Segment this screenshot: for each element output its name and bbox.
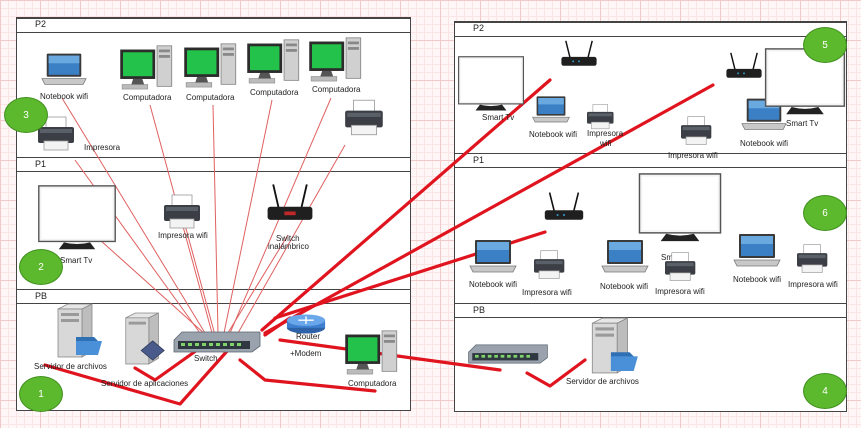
- printer-icon: [342, 98, 388, 138]
- left-pb-router-label-1: Router: [296, 332, 321, 341]
- computer-icon: [343, 329, 399, 375]
- smart-tv-icon: [457, 56, 525, 112]
- left-p2-pc3-label: Computadora: [250, 88, 299, 97]
- computer-icon: [307, 36, 363, 82]
- right-p1-printer2-label: Impresora wifi: [655, 287, 705, 296]
- printer-wifi-icon: [678, 115, 716, 147]
- right-p1-notebook2-label: Notebook wifi: [600, 282, 649, 291]
- printer-wifi-icon: [531, 249, 569, 281]
- left-p2-pc2-label: Computadora: [186, 93, 235, 102]
- left-pb-floor-label: PB: [35, 291, 48, 301]
- computer-icon: [245, 38, 301, 84]
- left-p1-floor-label: P1: [35, 159, 47, 169]
- file-server-icon: [586, 317, 640, 375]
- wireless-router-icon: [722, 43, 766, 89]
- badge-5: 5: [803, 27, 847, 63]
- left-p1-floor-bar: [17, 157, 410, 172]
- left-p2-floor-bar: [17, 18, 410, 33]
- left-pb-floor-bar: [17, 289, 410, 304]
- right-p2-printer1-label-2: wifi: [600, 139, 612, 148]
- left-p1-tv-label: Smart Tv: [60, 256, 93, 265]
- right-p1-notebook3-label: Notebook wifi: [733, 275, 782, 284]
- left-pb-pc-label: Computadora: [348, 379, 397, 388]
- left-p2-pc1-label: Computadora: [123, 93, 172, 102]
- right-p1-floor-bar: [455, 153, 846, 168]
- left-p1-switch-label-2: inalámbrico: [268, 242, 309, 251]
- computer-icon: [118, 44, 174, 90]
- badge-6: 6: [803, 195, 847, 231]
- printer-wifi-icon: [662, 251, 700, 283]
- right-p2-floor-bar: [455, 22, 846, 37]
- notebook-wifi-icon: [468, 238, 518, 276]
- left-p1-switch-label-1: Switch: [276, 234, 300, 243]
- wireless-router-icon: [540, 184, 588, 230]
- switch-icon: [172, 330, 262, 354]
- right-p2-notebook2-label: Notebook wifi: [740, 139, 789, 148]
- right-p2-tv2-label: Smart Tv: [786, 119, 819, 128]
- smart-tv-icon: [637, 173, 723, 243]
- notebook-wifi-icon: [40, 52, 88, 88]
- badge-3: 3: [4, 97, 48, 133]
- badge-1: 1: [19, 376, 63, 412]
- left-p2-notebook-label: Notebook wifi: [40, 92, 89, 101]
- printer-wifi-icon: [584, 103, 618, 131]
- left-pb-app-server-label: Servidor de aplicaciones: [101, 379, 189, 388]
- wireless-switch-icon: [262, 182, 318, 226]
- smart-tv-icon: [34, 185, 120, 251]
- left-p1-printer-label: Impresora wifi: [158, 231, 208, 240]
- badge-4: 4: [803, 373, 847, 409]
- right-p2-printer1-label-1: Impresora: [587, 129, 624, 138]
- wireless-router-icon: [557, 37, 601, 71]
- right-p2-floor-label: P2: [473, 23, 485, 33]
- file-server-icon: [52, 303, 104, 359]
- notebook-wifi-icon: [600, 238, 650, 276]
- right-p1-printer1-label: Impresora wifi: [522, 288, 572, 297]
- left-p2-floor-label: P2: [35, 19, 47, 29]
- printer-wifi-icon: [794, 243, 832, 275]
- app-server-icon: [120, 312, 170, 366]
- right-pb-floor-bar: [455, 303, 846, 318]
- left-pb-switch-label: Switch: [194, 354, 218, 363]
- right-p1-floor-label: P1: [473, 155, 485, 165]
- right-p1-notebook1-label: Notebook wifi: [469, 280, 518, 289]
- right-pb-floor-label: PB: [473, 305, 486, 315]
- printer-wifi-icon: [161, 193, 205, 231]
- right-p2-tv1-label: Smart Tv: [482, 113, 515, 122]
- left-pb-router-label-2: +Modem: [290, 349, 322, 358]
- switch-icon: [465, 343, 551, 365]
- left-p2-printer-label: Impresora: [84, 143, 121, 152]
- right-p2-notebook1-label: Notebook wifi: [529, 130, 578, 139]
- right-p1-smart-fragment: Sm: [661, 253, 673, 262]
- computer-icon: [182, 42, 238, 88]
- right-pb-file-server-label: Servidor de archivos: [566, 377, 639, 386]
- right-p1-printer3-label: Impresora wifi: [788, 280, 838, 289]
- notebook-wifi-icon: [531, 95, 571, 125]
- left-pb-file-server-label: Servidor de archivos: [34, 362, 107, 371]
- left-p2-pc4-label: Computadora: [312, 85, 361, 94]
- badge-2: 2: [19, 249, 63, 285]
- right-p2-printer2-label: Impresora wifi: [668, 151, 718, 160]
- notebook-wifi-icon: [732, 232, 782, 270]
